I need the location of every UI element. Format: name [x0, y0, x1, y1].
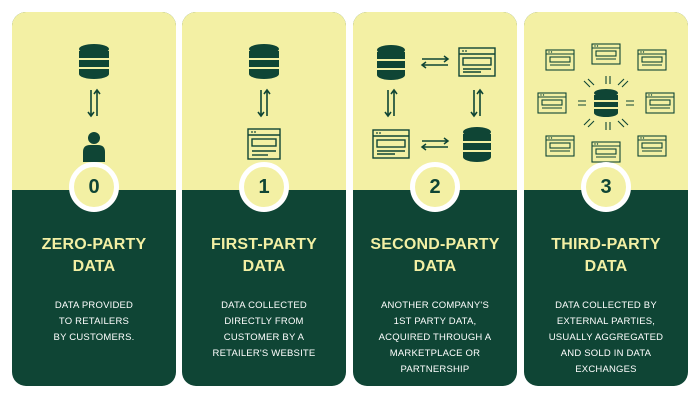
card-description-line: 1ST PARTY DATA, — [393, 316, 477, 327]
card-description-line: PARTNERSHIP — [400, 364, 470, 375]
website-icon — [372, 129, 410, 159]
card-illustration — [537, 43, 675, 163]
card-description-line: MARKETPLACE OR — [389, 348, 481, 359]
step-number-badge: 3 — [581, 162, 631, 212]
website-icon — [637, 135, 667, 157]
step-number-badge: 0 — [69, 162, 119, 212]
card-title-line: DATA — [242, 258, 286, 275]
website-icon — [545, 49, 575, 71]
card-zero-party: 0 ZERO-PARTY DATA DATA PROVIDED TO RETAI… — [12, 12, 176, 386]
website-icon — [537, 92, 567, 114]
card-top-panel — [353, 12, 517, 190]
card-description: DATA PROVIDED TO RETAILERS BY CUSTOMERS. — [22, 298, 166, 346]
website-icon — [458, 47, 496, 77]
card-title: THIRD-PARTY DATA — [528, 234, 684, 278]
card-description-line: ACQUIRED THROUGH A — [378, 332, 492, 343]
card-description-line: USUALLY AGGREGATED — [548, 332, 664, 343]
card-description-line: DATA COLLECTED BY — [555, 300, 657, 311]
exchange-arrows-icon — [470, 88, 484, 118]
card-description-line: EXTERNAL PARTIES, — [556, 316, 656, 327]
website-icon — [591, 141, 621, 163]
card-title-line: THIRD-PARTY — [551, 236, 661, 253]
exchange-arrows-icon — [87, 88, 101, 118]
database-icon — [463, 127, 491, 162]
exchange-arrows-icon — [384, 88, 398, 118]
person-icon — [83, 132, 105, 162]
card-description: ANOTHER COMPANY'S 1ST PARTY DATA, ACQUIR… — [363, 298, 507, 378]
card-title-line: DATA — [413, 258, 457, 275]
card-description-line: DATA PROVIDED — [54, 300, 134, 311]
card-description-line: BY CUSTOMERS. — [53, 332, 135, 343]
card-title-line: ZERO-PARTY — [41, 236, 147, 253]
card-illustration — [372, 45, 496, 162]
card-title-line: DATA — [72, 258, 116, 275]
exchange-arrows-icon — [578, 76, 634, 130]
website-icon — [545, 135, 575, 157]
card-description: DATA COLLECTED DIRECTLY FROM CUSTOMER BY… — [192, 298, 336, 362]
exchange-arrows-icon — [420, 55, 450, 69]
website-icon — [591, 43, 621, 65]
card-description-line: DATA COLLECTED — [221, 300, 307, 311]
card-top-panel — [524, 12, 688, 190]
card-description-line: DIRECTLY FROM — [224, 316, 304, 327]
card-illustration — [247, 44, 281, 160]
card-third-party: 3 THIRD-PARTY DATA DATA COLLECTED BY EXT… — [524, 12, 688, 386]
card-description-line: AND SOLD IN DATA — [560, 348, 652, 359]
card-description-line: EXCHANGES — [575, 364, 637, 375]
step-number-badge: 1 — [239, 162, 289, 212]
database-icon — [594, 89, 618, 117]
card-title: FIRST-PARTY DATA — [186, 234, 342, 278]
card-description-line: CUSTOMER BY A — [223, 332, 305, 343]
card-title-line: DATA — [584, 258, 628, 275]
website-icon — [637, 49, 667, 71]
card-first-party: 1 FIRST-PARTY DATA DATA COLLECTED DIRECT… — [182, 12, 346, 386]
card-description-line: TO RETAILERS — [58, 316, 130, 327]
card-description: DATA COLLECTED BY EXTERNAL PARTIES, USUA… — [534, 298, 678, 378]
card-title-line: FIRST-PARTY — [211, 236, 317, 253]
website-icon — [247, 128, 281, 160]
card-top-panel — [182, 12, 346, 190]
website-icon — [645, 92, 675, 114]
card-description-line: RETAILER'S WEBSITE — [212, 348, 316, 359]
card-title-line: SECOND-PARTY — [370, 236, 500, 253]
step-number-badge: 2 — [410, 162, 460, 212]
exchange-arrows-icon — [257, 88, 271, 118]
database-icon — [377, 45, 405, 80]
card-title: SECOND-PARTY DATA — [357, 234, 513, 278]
card-description-line: ANOTHER COMPANY'S — [381, 300, 489, 311]
database-icon — [249, 44, 279, 79]
exchange-arrows-icon — [420, 137, 450, 151]
database-icon — [79, 44, 109, 79]
card-illustration — [79, 44, 109, 162]
card-second-party: 2 SECOND-PARTY DATA ANOTHER COMPANY'S 1S… — [353, 12, 517, 386]
card-title: ZERO-PARTY DATA — [16, 234, 172, 278]
